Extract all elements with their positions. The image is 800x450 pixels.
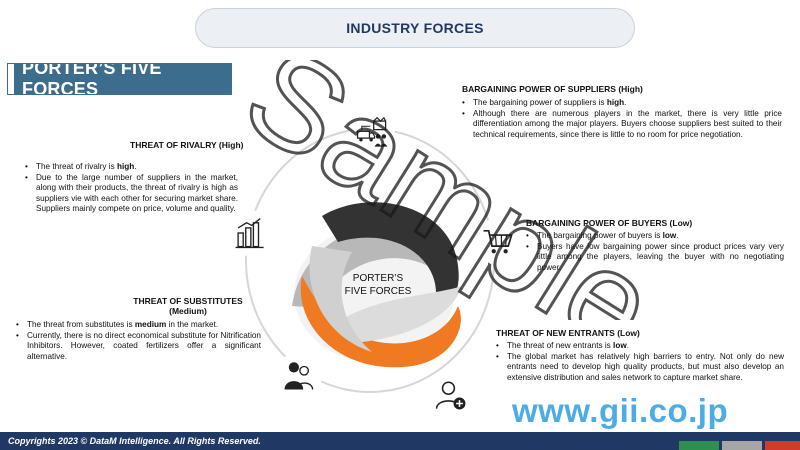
rivalry-text: The threat of rivalry is high. Due to th… xyxy=(25,162,238,215)
supplier-icon-holder xyxy=(349,110,395,156)
rivalry-bullet-1: The threat of rivalry is high. xyxy=(25,162,238,173)
top-banner: INDUSTRY FORCES xyxy=(195,8,635,48)
center-ribbon-graphic xyxy=(292,202,462,368)
supply-chain-icon xyxy=(356,116,388,147)
substitutes-heading: THREAT OF SUBSTITUTES (Medium) xyxy=(128,296,248,316)
buyers-bullet-1: The bargaining power of buyers is low. xyxy=(526,231,784,242)
copyright-text: Copyrights 2023 © DataM Intelligence. Al… xyxy=(8,436,261,446)
buyers-heading: BARGAINING POWER OF BUYERS (Low) xyxy=(526,218,693,228)
substitutes-icon-holder xyxy=(276,352,322,398)
banner-title: INDUSTRY FORCES xyxy=(346,20,484,36)
section-title: PORTER’S FIVE FORCES xyxy=(7,58,232,99)
substitutes-text: The threat from substitutes is medium in… xyxy=(16,320,261,362)
entrants-text: The threat of new entrants is low. The g… xyxy=(496,341,784,383)
entrants-bullet-2: The global market has relatively high ba… xyxy=(496,352,784,384)
rivalry-bullet-2: Due to the large number of suppliers in … xyxy=(25,173,238,215)
gii-watermark: www.gii.co.jp xyxy=(512,392,729,429)
substitutes-bullet-2: Currently, there is no direct economical… xyxy=(16,331,261,363)
footer-bar-green xyxy=(679,441,719,450)
substitutes-heading-line1: THREAT OF SUBSTITUTES xyxy=(133,296,243,306)
section-title-text: PORTER’S FIVE FORCES xyxy=(22,58,162,99)
buyers-icon-holder xyxy=(475,218,521,264)
add-user-icon xyxy=(435,381,466,410)
suppliers-bullet-1: The bargaining power of suppliers is hig… xyxy=(462,98,782,109)
footer-bar-gray xyxy=(722,441,762,450)
footer-color-bars xyxy=(676,441,800,450)
entrants-bullet-1: The threat of new entrants is low. xyxy=(496,341,784,352)
suppliers-heading: BARGAINING POWER OF SUPPLIERS (High) xyxy=(462,84,643,94)
buyers-bullet-2: Buyers have low bargaining power since p… xyxy=(526,242,784,274)
rivalry-icon-holder xyxy=(227,210,273,256)
center-label-line1: PORTER’S xyxy=(352,273,404,284)
center-label-line2: FIVE FORCES xyxy=(344,286,412,297)
suppliers-bullet-2: Although there are numerous players in t… xyxy=(462,109,782,141)
substitutes-heading-line2: (Medium) xyxy=(169,306,207,316)
suppliers-text: The bargaining power of suppliers is hig… xyxy=(462,98,782,140)
rivalry-heading: THREAT OF RIVALRY (High) xyxy=(130,140,244,150)
substitutes-bullet-1: The threat from substitutes is medium in… xyxy=(16,320,261,331)
buyers-text: The bargaining power of buyers is low. B… xyxy=(526,231,784,273)
entrants-heading: THREAT OF NEW ENTRANTS (Low) xyxy=(496,328,640,338)
center-label: PORTER’S FIVE FORCES xyxy=(333,272,423,298)
footer-bar-red xyxy=(765,441,800,450)
entrants-icon-holder xyxy=(428,372,474,418)
bar-chart-icon xyxy=(235,218,264,249)
people-icon xyxy=(284,362,314,390)
shopping-cart-icon xyxy=(483,229,513,254)
footer: Copyrights 2023 © DataM Intelligence. Al… xyxy=(0,432,800,450)
